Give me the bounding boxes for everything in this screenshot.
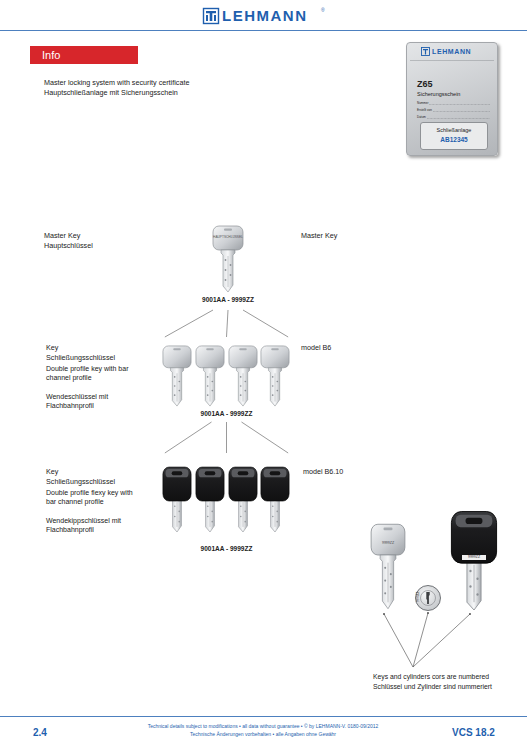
card-brand-icon [422, 48, 430, 56]
description-text: Wendekippschlüssel mit Flachbahnprofil [46, 516, 134, 534]
field-name: Nummer [417, 102, 429, 106]
connector-line [165, 310, 213, 337]
key-drawing [229, 346, 257, 406]
numbered-key: 9999ZZ [370, 523, 406, 610]
cylinder-keyway [421, 591, 436, 606]
field-name: Erstellt von [417, 109, 432, 113]
key-drawing [261, 346, 289, 406]
intro-text: Master locking system with security cert… [44, 78, 189, 87]
key-number: 9999ZZ [370, 541, 406, 546]
field-line [427, 118, 490, 119]
card-model: Z65 [417, 79, 433, 91]
box-title: Schließanlage [421, 127, 487, 134]
numbered-flexy-key-drawing [451, 512, 496, 610]
connector-line [165, 422, 212, 453]
system-number: AB12345 [421, 136, 487, 144]
level-label: Master Key [301, 231, 337, 240]
flexy-key-drawing [163, 467, 191, 532]
field-line [429, 104, 490, 105]
numbered-key-drawing [371, 524, 405, 608]
footer-note: Technical details subject to modificatio… [148, 723, 379, 730]
key-range: 9001AA - 9999ZZ [158, 410, 295, 418]
footer-note: Technische Änderungen vorbehalten • alle… [190, 731, 336, 738]
card-rule [410, 60, 494, 61]
intro-text: Hauptschließanlage mit Sicherungsschein [44, 88, 178, 97]
flexy-key-group: 9001AA - 9999ZZ [158, 456, 295, 554]
page-number: 2.4 [33, 726, 47, 739]
description-text: Double profile key with bar channel prof… [46, 364, 134, 382]
flexy-key-drawing [229, 467, 257, 532]
connector-line [243, 310, 288, 337]
registered-mark: ® [321, 7, 325, 14]
description-text: Double profile flexy key with bar channe… [46, 488, 134, 506]
certificate-card: LEHMANN Z65SicherungsscheinNummerErstellt… [406, 42, 498, 156]
master-key: HAUPTSCHLÜSSEL 9001AA - 9999ZZ [196, 222, 260, 308]
system-box: SchließanlageAB12345 [420, 122, 488, 150]
numbered-flexy-key: 9999ZZ [450, 510, 498, 610]
description-text: Wendeschlüssel mit Flachbahnprofil [46, 392, 134, 410]
card-title: Sicherungsschein [417, 91, 460, 98]
note-text: Keys and cylinders cors are numbered [373, 673, 489, 682]
key-drawing [196, 346, 224, 406]
brand-name: LEHMANN [222, 6, 308, 26]
section-title: Info [42, 48, 60, 62]
key-drawing [163, 346, 191, 406]
key-group: 9001AA - 9999ZZ [158, 340, 295, 420]
key-stamp: HAUPTSCHLÜSSEL [212, 235, 244, 239]
level-label: Hauptschlüssel [44, 241, 93, 250]
key-number: 9999ZZ [462, 555, 486, 560]
flexy-key-drawing [196, 467, 224, 532]
card-brand: LEHMANN [432, 47, 471, 56]
level-label: Key [46, 467, 58, 476]
level-label: Schließungsschlüssel [46, 353, 115, 362]
level-label: Master Key [44, 231, 80, 240]
leader-lines [384, 613, 470, 667]
note-text: Schlüssel und Zylinder sind nummeriert [373, 683, 492, 692]
level-label: Schließungsschlüssel [46, 477, 115, 486]
connector-line [242, 422, 289, 453]
field-line [433, 111, 490, 112]
leader-dots [383, 612, 471, 615]
model-label: model B6.10 [303, 467, 343, 476]
catalog-code: VCS 18.2 [452, 726, 495, 739]
connector-line [226, 422, 227, 453]
master-key-drawing [213, 226, 243, 292]
brand-icon [204, 9, 219, 24]
header-rule [0, 30, 527, 31]
field-name: Datum [417, 116, 426, 120]
level-label: Key [46, 343, 58, 352]
section-band: Info [30, 46, 138, 64]
key-range: 9001AA - 9999ZZ [196, 296, 260, 304]
key-range: 9001AA - 9999ZZ [158, 545, 295, 553]
model-label: model B6 [301, 343, 331, 352]
connector-line [227, 310, 229, 337]
flexy-key-drawing [261, 467, 289, 532]
footer-rule [0, 716, 527, 717]
